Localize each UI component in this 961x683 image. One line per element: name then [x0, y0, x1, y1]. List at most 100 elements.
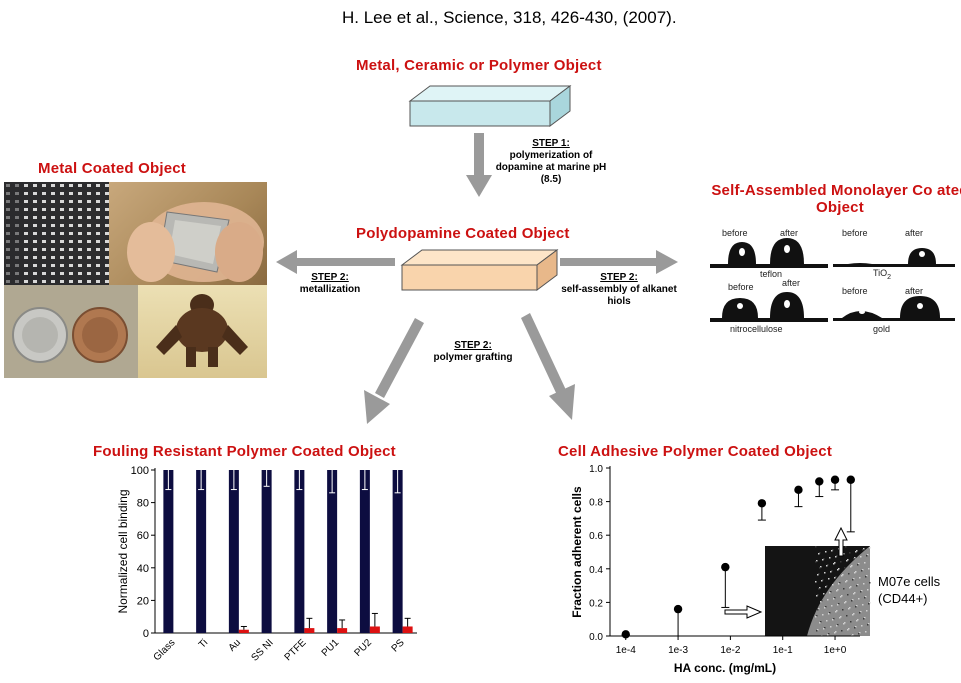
step1-head: STEP 1:: [532, 138, 570, 149]
bar-navy-6: [359, 470, 370, 633]
inset-speckle: [837, 624, 839, 626]
scatter-point-1: [673, 604, 683, 614]
scatter-point-2: [721, 562, 730, 572]
inset-speckle: [849, 552, 851, 554]
inset-speckle: [862, 549, 864, 551]
title-cell-adhesive: Cell Adhesive Polymer Coated Object: [558, 443, 833, 460]
ca-after-3: after: [782, 278, 801, 288]
bar-y-tick-label: 40: [137, 563, 149, 575]
ca-before-3: before: [728, 282, 754, 292]
inset-speckle: [823, 558, 825, 560]
scatter-x-tick-label: 1e-2: [720, 645, 740, 656]
inset-speckle: [867, 554, 869, 556]
inset-speckle: [825, 606, 827, 608]
inset-speckle: [835, 611, 837, 613]
bar-navy-1: [196, 470, 207, 633]
inset-speckle: [840, 596, 842, 598]
step2-polymer-label: STEP 2: polymer grafting: [418, 340, 528, 364]
scatter-y-tick-label: 0.0: [589, 632, 603, 643]
inset-speckle: [820, 566, 822, 568]
bar-y-tick-label: 100: [131, 465, 149, 477]
bar-category-label: PS: [390, 637, 407, 654]
inset-speckle: [856, 550, 858, 552]
bar-red-5: [337, 628, 348, 633]
bar-category-label: PTFE: [283, 637, 309, 663]
inset-speckle: [831, 550, 833, 552]
inset-speckle: [858, 633, 860, 635]
scatter-point-0: [621, 630, 630, 639]
inset-speckle: [827, 564, 829, 566]
inset-speckle: [847, 594, 849, 596]
title-polydopamine: Polydopamine Coated Object: [356, 225, 570, 242]
inset-speckle: [825, 551, 827, 553]
inset-speckle: [844, 567, 846, 569]
inset-speckle: [822, 614, 824, 616]
inset-speckle: [820, 621, 822, 623]
inset-speckle: [823, 593, 825, 595]
inset-speckle: [819, 552, 821, 554]
ca-after-1: after: [780, 228, 799, 238]
inset-speckle: [839, 617, 841, 619]
inset-speckle: [866, 610, 868, 612]
inset-speckle: [841, 630, 843, 632]
inset-speckle: [837, 604, 839, 606]
bar-red-7: [402, 626, 413, 633]
inset-speckle: [815, 581, 817, 583]
bar-red-4: [304, 628, 315, 633]
title-top-object: Metal, Ceramic or Polymer Object: [356, 57, 602, 74]
bar-navy-4: [294, 470, 305, 633]
title-fouling-resistant: Fouling Resistant Polymer Coated Object: [93, 443, 396, 460]
photo-gorilla: [138, 285, 267, 378]
inset-speckle: [830, 591, 832, 593]
inset-cells-image: [765, 546, 871, 637]
inset-speckle: [827, 599, 829, 601]
inset-speckle: [841, 575, 843, 577]
inset-speckle: [829, 557, 831, 559]
ca-sample-teflon: teflon: [760, 269, 783, 279]
photo-coins: [4, 285, 138, 378]
inset-speckle: [834, 562, 836, 564]
inset-speckle: [855, 626, 857, 628]
inset-speckle: [830, 626, 832, 628]
contact-angle-panel: [700, 222, 961, 340]
inset-speckle: [847, 629, 849, 631]
inset-speckle: [832, 584, 834, 586]
inset-speckle: [816, 615, 818, 617]
citation: H. Lee et al., Science, 318, 426-430, (2…: [342, 8, 677, 27]
bar-y-tick-label: 20: [137, 595, 149, 607]
inset-speckle: [862, 604, 864, 606]
inset-speckle: [834, 632, 836, 634]
inset-label-line2: (CD44+): [878, 591, 928, 606]
scatter-x-tick-label: 1e-3: [668, 645, 688, 656]
inset-speckle: [849, 607, 851, 609]
inset-speckle: [868, 623, 870, 625]
bar-category-label: Au: [227, 637, 243, 653]
inset-speckle: [864, 617, 866, 619]
inset-speckle: [856, 605, 858, 607]
inset-speckle: [852, 634, 854, 636]
bar-navy-2: [228, 470, 239, 633]
ca-after-2: after: [905, 228, 924, 238]
step2-metal-label: STEP 2: metallization: [285, 272, 375, 296]
inset-speckle: [848, 608, 850, 610]
step1-text: polymerization of dopamine at marine pH …: [495, 150, 607, 185]
scatter-point-4: [794, 485, 803, 495]
inset-speckle: [843, 623, 845, 625]
inset-speckle: [824, 607, 826, 609]
inset-speckle: [854, 592, 856, 594]
inset-speckle: [864, 562, 866, 564]
inset-speckle: [846, 580, 848, 582]
inset-speckle: [838, 583, 840, 585]
inset-speckle: [825, 586, 827, 588]
inset-speckle: [828, 633, 830, 635]
inset-speckle: [859, 632, 861, 634]
inset-speckle: [866, 555, 868, 557]
inset-speckle: [836, 590, 838, 592]
step2-sam-label: STEP 2: self-assembly of alkanet hiols: [560, 272, 678, 308]
ca-before-1: before: [722, 228, 748, 238]
inset-speckle: [836, 610, 838, 612]
inset-speckle: [861, 590, 863, 592]
inset-speckle: [858, 598, 860, 600]
ca-before-2: before: [842, 228, 868, 238]
